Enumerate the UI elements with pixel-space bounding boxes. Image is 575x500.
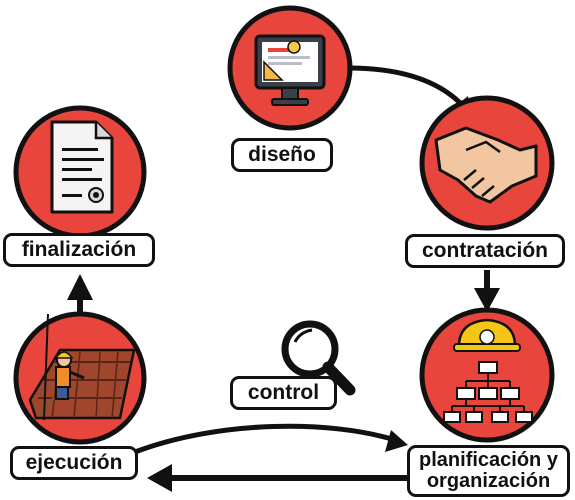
contratacion-node — [419, 95, 555, 231]
roofer-worker-icon — [28, 313, 136, 421]
document-certificate-icon — [50, 120, 114, 214]
finalizacion-label: finalización — [3, 233, 155, 267]
finalizacion-node — [13, 105, 147, 239]
planificacion-label-line1: planificación y — [419, 449, 558, 471]
hardhat-org-chart-icon — [443, 318, 533, 423]
diseno-node — [227, 5, 353, 131]
planificacion-label: planificación y organización — [407, 445, 570, 497]
ejecucion-label: ejecución — [10, 446, 138, 480]
planificacion-node — [419, 307, 555, 443]
diseno-label: diseño — [231, 138, 333, 172]
handshake-icon — [434, 126, 538, 204]
arrow-ejecucion-to-finalizacion-head — [67, 274, 93, 300]
arrow-diseno-to-contratacion — [347, 65, 467, 110]
arrow-planificacion-to-ejecucion-head — [147, 464, 172, 492]
magnifying-glass-icon — [281, 320, 356, 396]
planificacion-label-line2: organización — [426, 470, 551, 492]
ejecucion-node — [13, 311, 147, 445]
monitor-design-icon — [254, 34, 326, 106]
control-label: control — [230, 376, 337, 410]
arrow-ejecucion-to-planificacion-head — [385, 430, 408, 452]
arrow-ejecucion-to-planificacion — [134, 423, 396, 455]
contratacion-label: contratación — [405, 234, 565, 268]
arrow-contratacion-to-planificacion-head — [474, 288, 500, 312]
